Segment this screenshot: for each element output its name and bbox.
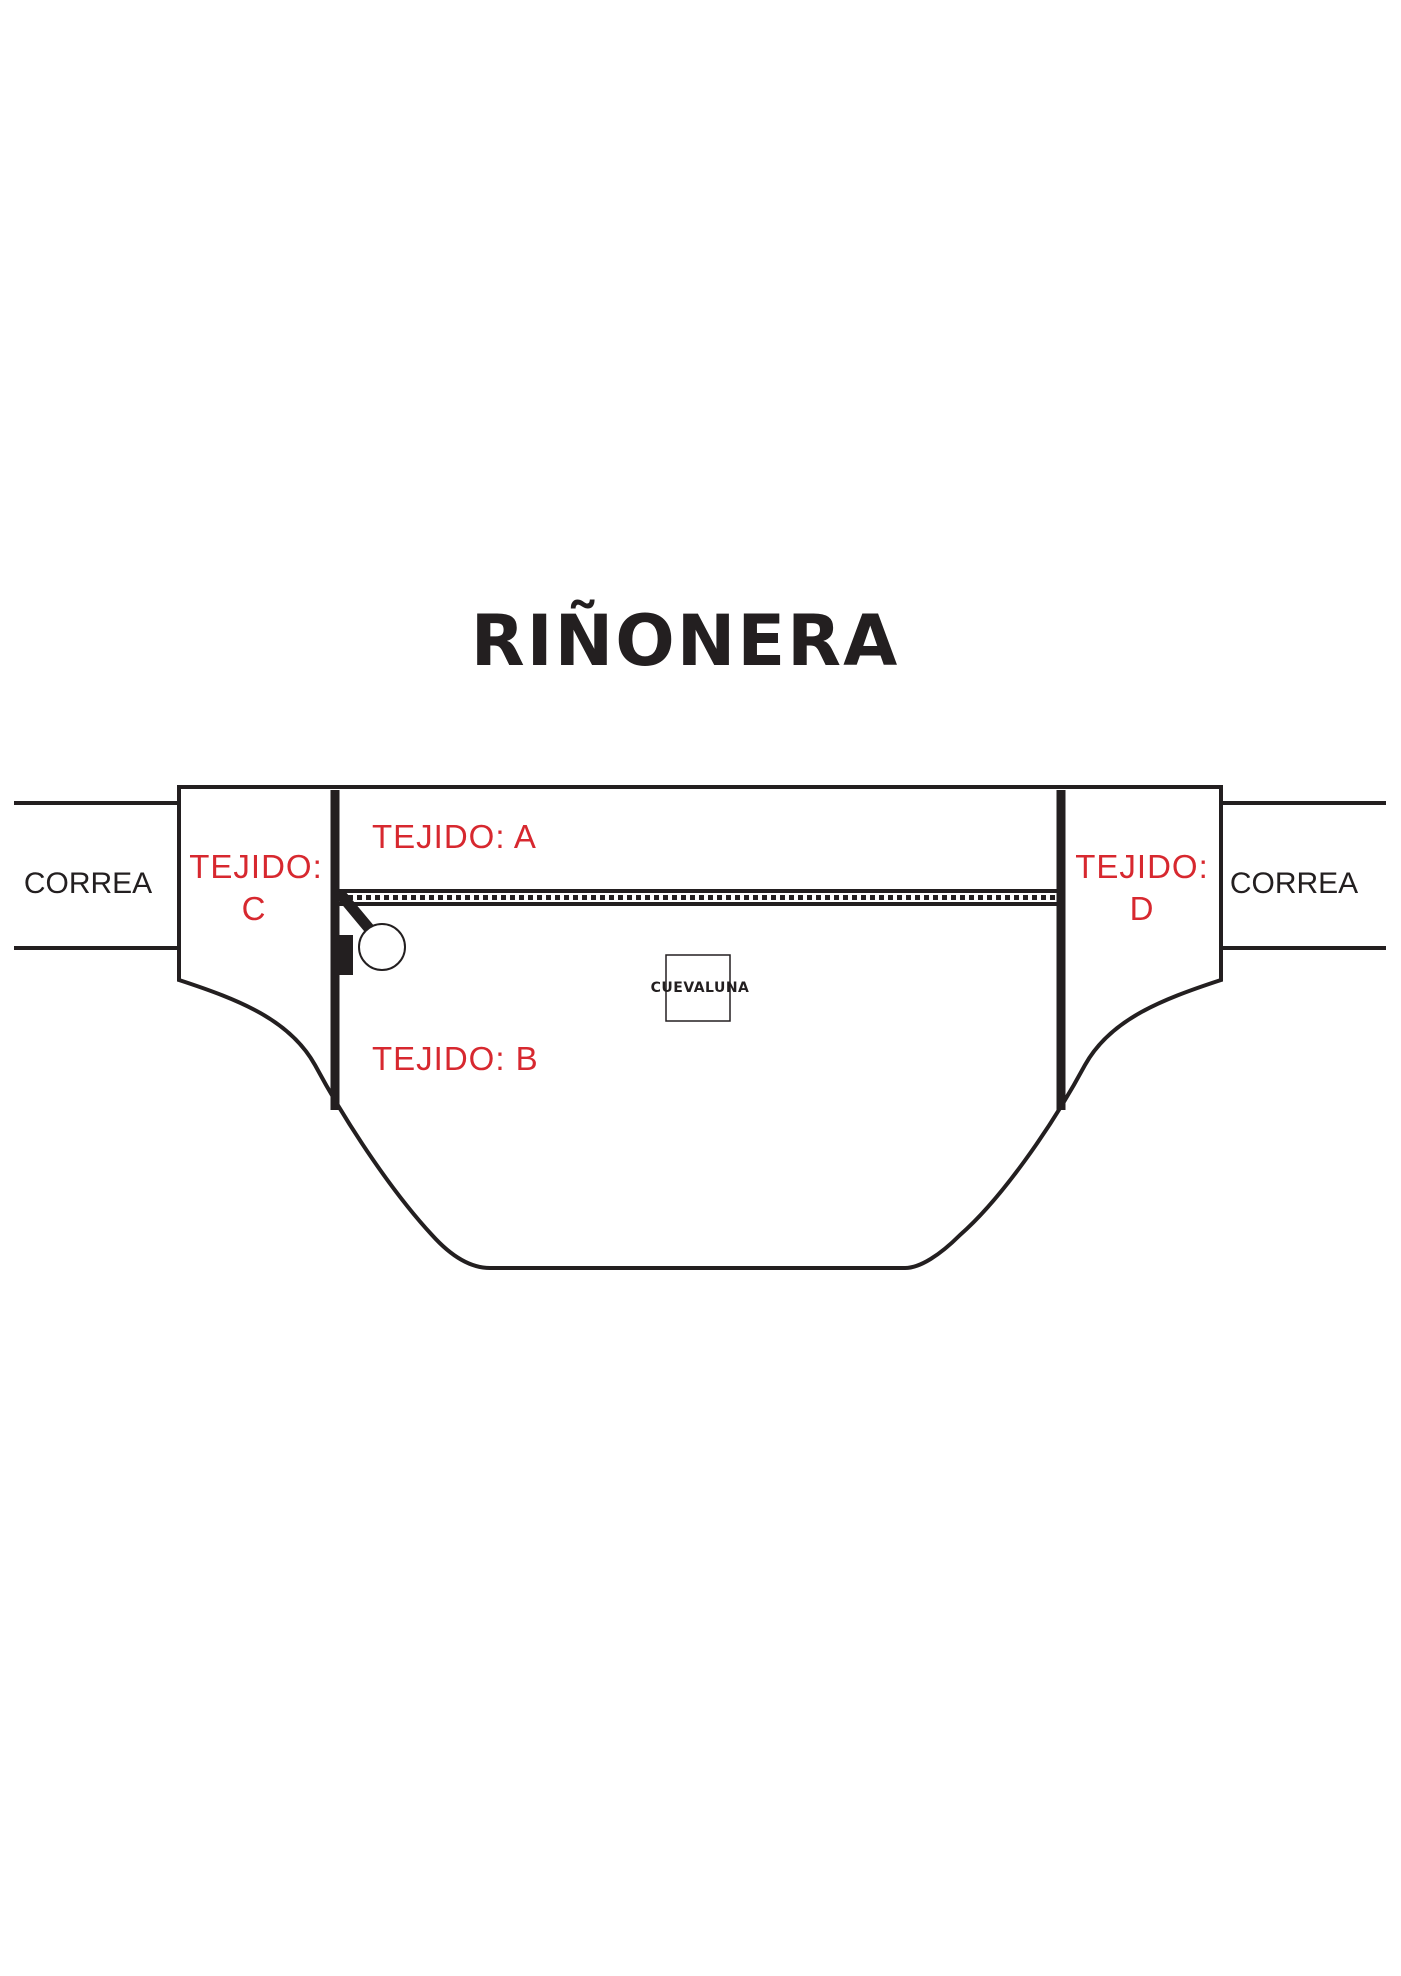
zipper-icon bbox=[339, 889, 1058, 906]
label-fabric-d-line2: D bbox=[1130, 890, 1155, 927]
strap-left bbox=[14, 801, 178, 950]
brand-logo: CUEVALUNA bbox=[651, 954, 750, 1022]
strap-right bbox=[1222, 801, 1386, 950]
brand-logo-text: CUEVALUNA bbox=[651, 980, 750, 996]
label-strap-right: CORREA bbox=[1230, 867, 1358, 900]
zipper-pull-icon bbox=[336, 890, 378, 975]
key-ring-icon bbox=[358, 923, 406, 971]
label-fabric-b: TEJIDO: B bbox=[372, 1040, 539, 1077]
label-fabric-c-line2: C bbox=[242, 890, 267, 927]
label-fabric-c-line1: TEJIDO: bbox=[189, 848, 323, 885]
bag-body-outline bbox=[177, 785, 1223, 1270]
label-fabric-d-line1: TEJIDO: bbox=[1075, 848, 1209, 885]
label-fabric-a: TEJIDO: A bbox=[372, 818, 537, 855]
label-strap-left: CORREA bbox=[24, 867, 152, 900]
page-title: RIÑONERA bbox=[471, 600, 900, 682]
